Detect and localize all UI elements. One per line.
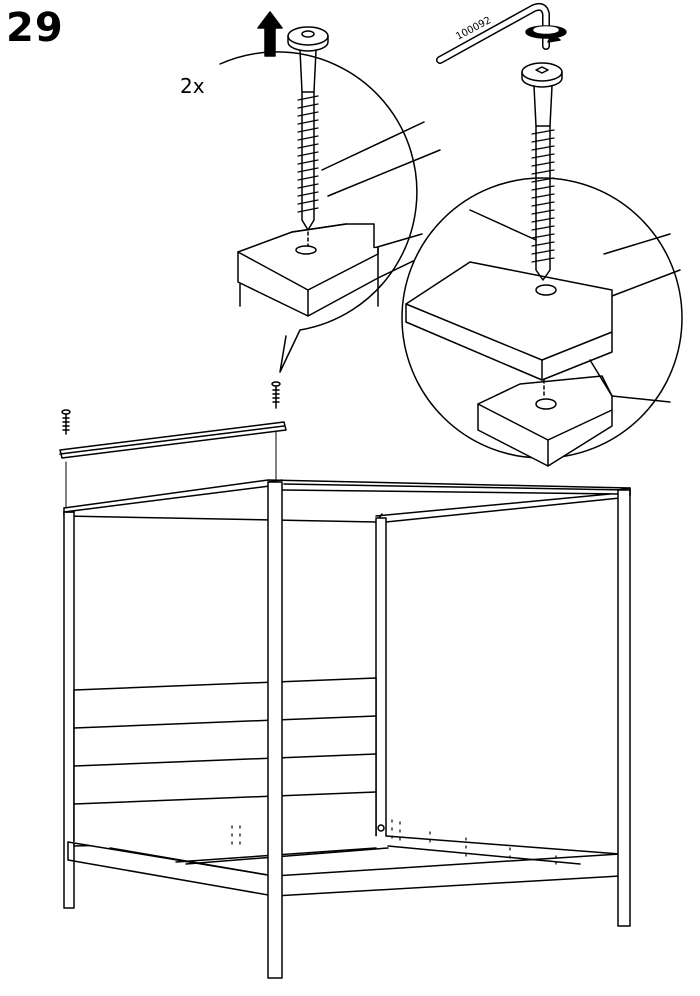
up-arrow-icon <box>257 11 283 57</box>
allen-key-icon: 100092 <box>436 2 567 64</box>
canopy-rail-removed <box>59 381 287 509</box>
screw-removed <box>287 26 329 247</box>
detail-circle-fit-screw: 100092 <box>401 2 683 467</box>
screw-inserted <box>521 62 563 281</box>
bed-frame <box>63 479 631 979</box>
pre-drilled-holes <box>231 819 557 865</box>
rotate-clockwise-icon <box>547 33 561 43</box>
quantity-label: 2x <box>180 74 205 98</box>
detail-circle-remove-screw <box>219 11 441 373</box>
step-number: 29 <box>6 5 64 51</box>
screw-small-left <box>61 409 71 435</box>
screw-small-right <box>271 381 281 409</box>
